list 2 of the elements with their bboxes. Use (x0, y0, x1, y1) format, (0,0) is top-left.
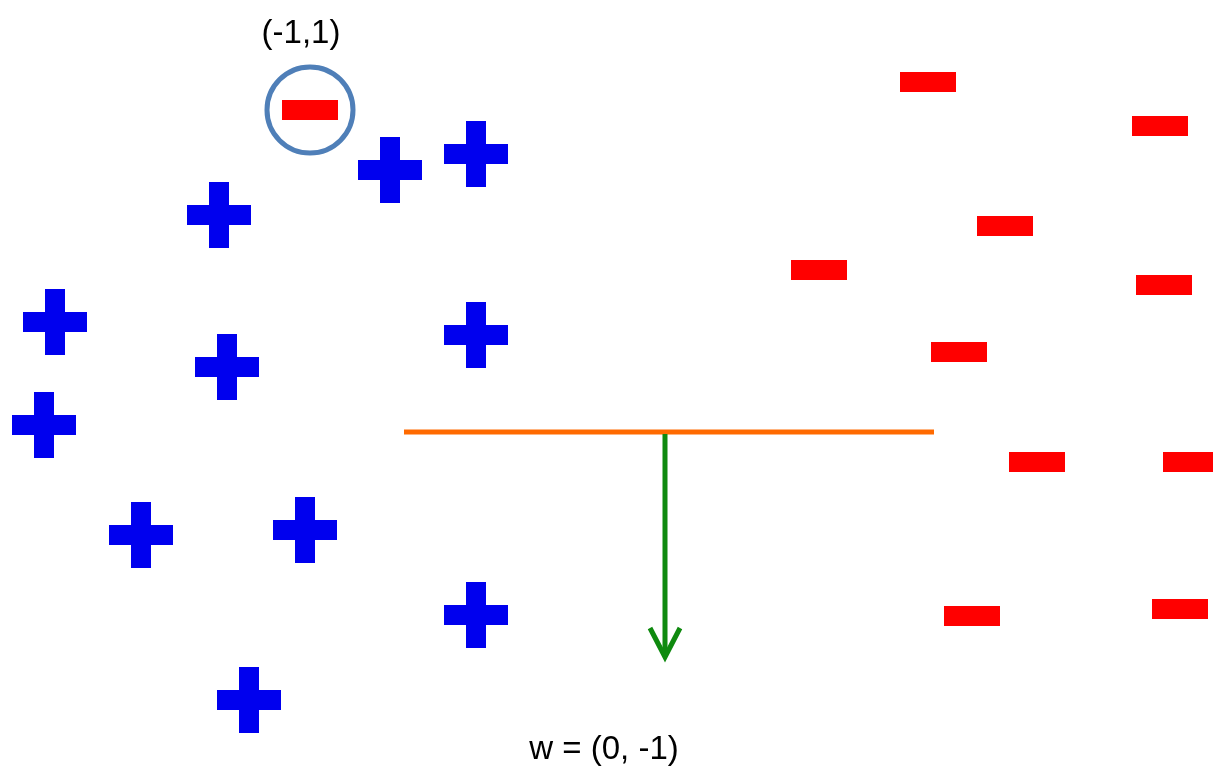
point-coordinate-label: (-1,1) (261, 13, 341, 51)
vector-label: w = (0, -1) (529, 729, 679, 767)
